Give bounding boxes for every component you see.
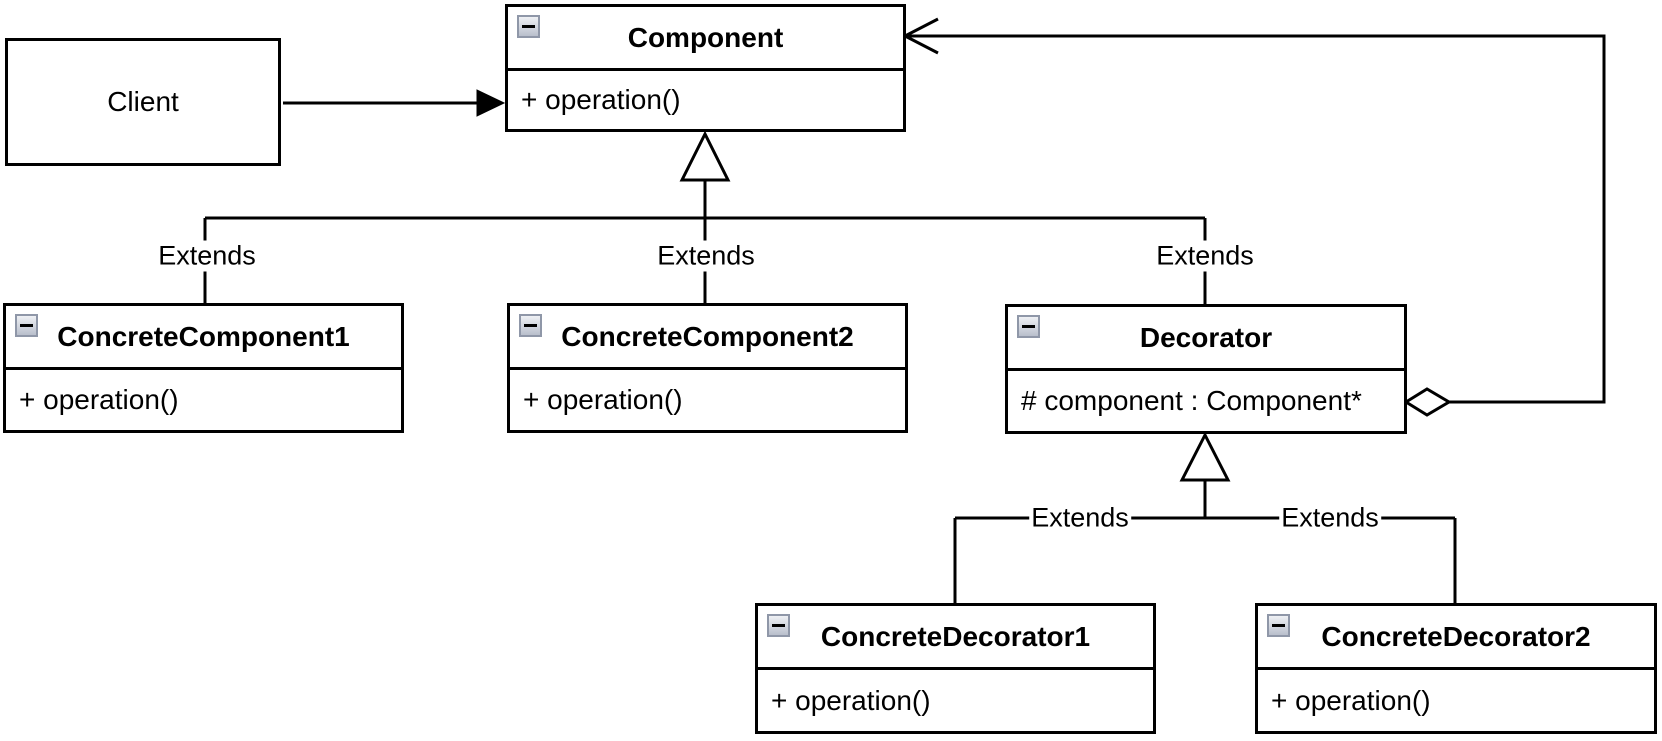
filled-arrowhead-icon [476,89,506,117]
extends-label-concrete-component2: Extends [655,240,757,272]
class-name-concrete-component1: ConcreteComponent1 [57,320,350,352]
member-operation: + operation() [19,384,179,415]
inheritance-triangle-icon [679,130,731,182]
aggregation-diamond-icon [1403,387,1452,417]
class-name-decorator: Decorator [1139,321,1273,353]
member-operation: + operation() [521,84,681,115]
class-members: + operation() [508,71,903,129]
class-header: Decorator [1008,307,1404,371]
inheritance-triangle-icon [1179,431,1231,482]
class-name-concrete-component2: ConcreteComponent2 [561,320,854,352]
class-members: + operation() [510,370,905,430]
class-box-concrete-decorator1[interactable]: ConcreteDecorator1 + operation() [755,603,1156,734]
minus-glyph [1022,325,1035,328]
collapse-icon[interactable] [1267,614,1290,637]
class-members: # component : Component* [1008,371,1404,431]
minus-glyph [522,25,535,28]
member-component-attribute: # component : Component* [1021,385,1362,416]
class-box-decorator[interactable]: Decorator # component : Component* [1005,304,1407,434]
class-members: + operation() [758,670,1153,731]
extends-label-decorator: Extends [1154,240,1256,272]
member-operation: + operation() [523,384,683,415]
collapse-icon[interactable] [767,614,790,637]
class-name-client: Client [107,86,179,117]
member-operation: + operation() [771,684,931,716]
collapse-icon[interactable] [15,314,38,337]
class-header: ConcreteComponent1 [6,306,401,370]
extends-label-concrete-component1: Extends [156,240,258,272]
member-operation: + operation() [1271,684,1431,716]
class-header: ConcreteComponent2 [510,306,905,370]
minus-glyph [20,324,33,327]
class-name-component: Component [627,21,784,53]
class-members: + operation() [1258,670,1654,731]
class-box-client[interactable]: Client [5,38,281,166]
collapse-icon[interactable] [517,15,540,38]
aggregation-line [908,34,1606,404]
class-box-concrete-component2[interactable]: ConcreteComponent2 + operation() [507,303,908,433]
class-members: + operation() [6,370,401,430]
class-header: ConcreteDecorator2 [1258,606,1654,670]
class-box-concrete-component1[interactable]: ConcreteComponent1 + operation() [3,303,404,433]
minus-glyph [524,324,537,327]
extends-label-concrete-decorator2: Extends [1279,502,1381,534]
class-header: ConcreteDecorator1 [758,606,1153,670]
class-box-component[interactable]: Component + operation() [505,4,906,132]
class-box-concrete-decorator2[interactable]: ConcreteDecorator2 + operation() [1255,603,1657,734]
class-name-concrete-decorator2: ConcreteDecorator2 [1321,620,1591,652]
minus-glyph [772,624,785,627]
class-header: Component [508,7,903,71]
collapse-icon[interactable] [1017,315,1040,338]
extends-label-concrete-decorator1: Extends [1029,502,1131,534]
class-name-concrete-decorator1: ConcreteDecorator1 [820,620,1091,652]
minus-glyph [1272,624,1285,627]
collapse-icon[interactable] [519,314,542,337]
